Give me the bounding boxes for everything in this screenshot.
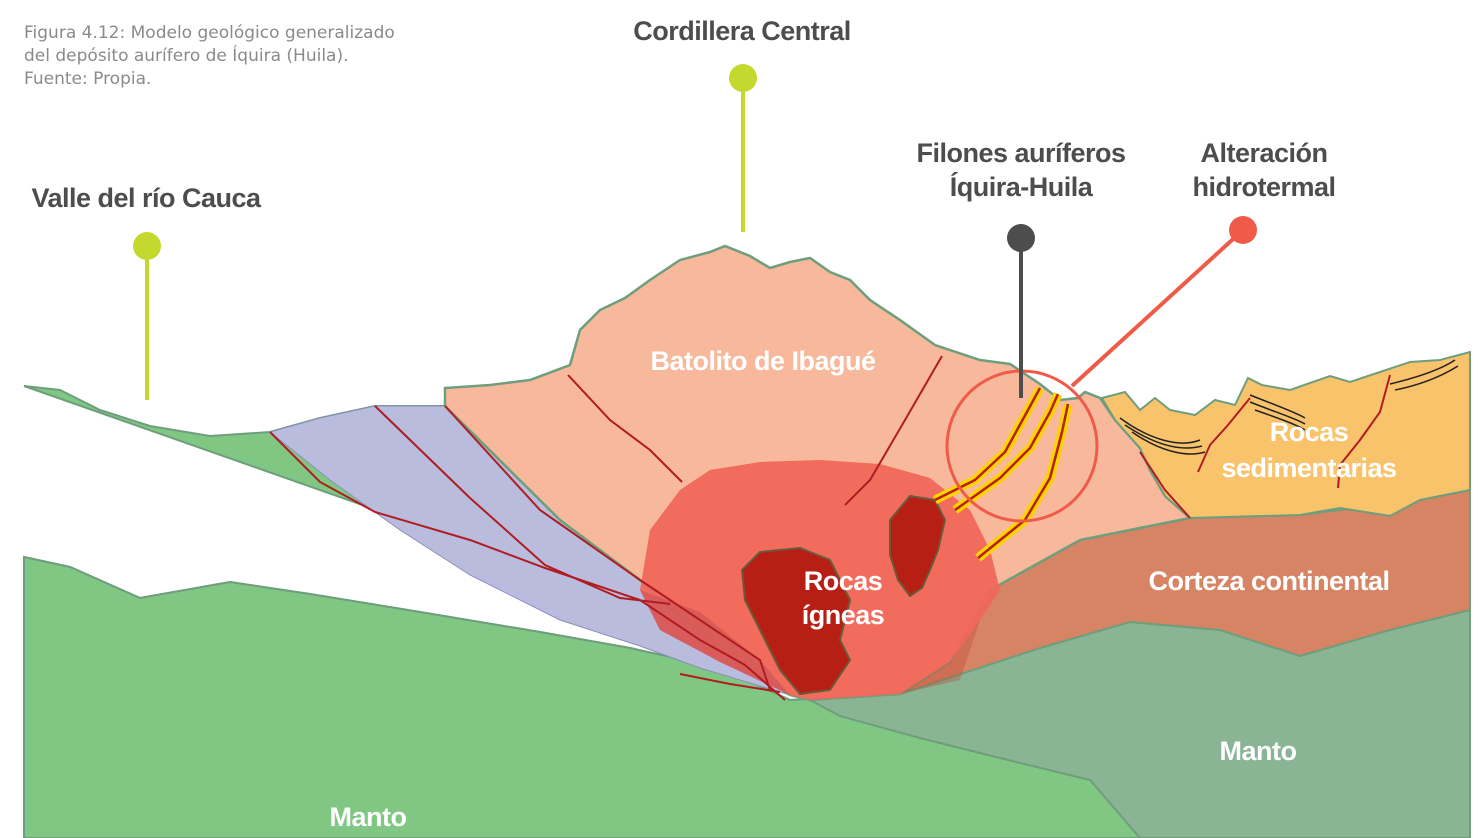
label-rocas-sed-2: sedimentarias <box>1221 453 1396 483</box>
label-alteracion-line1: Alteración <box>1200 138 1327 168</box>
label-filones-line2: Íquira-Huila <box>950 171 1094 202</box>
fault-line <box>679 673 781 693</box>
caption-line: Figura 4.12: Modelo geológico generaliza… <box>24 23 395 43</box>
caption-line: Fuente: Propia. <box>24 69 152 89</box>
bedding-line <box>1124 424 1203 449</box>
gold-veins <box>932 385 1073 562</box>
fault-line <box>1337 374 1391 489</box>
fault-line <box>374 405 671 605</box>
igneous-core <box>889 494 947 598</box>
label-manto-right: Manto <box>1220 736 1297 766</box>
bedding-line <box>1254 409 1306 431</box>
bedding-line <box>1119 417 1201 444</box>
pin-filones <box>1007 224 1035 398</box>
label-rocas-sed-1: Rocas <box>1270 417 1349 447</box>
label-filones-line1: Filones auríferos <box>916 138 1125 168</box>
sedimentary-rocks <box>1100 350 1471 520</box>
bedding-line <box>1394 365 1459 391</box>
label-alteracion-line2: hidrotermal <box>1192 172 1335 202</box>
label-manto-left: Manto <box>330 802 407 832</box>
label-valle-rio-cauca: Valle del río Cauca <box>31 183 262 213</box>
bedding-line <box>1389 359 1456 385</box>
igneous-core <box>740 546 852 696</box>
bedding-line <box>1249 394 1306 419</box>
fault-line <box>1139 451 1191 519</box>
label-rocas-igneas-1: Rocas <box>804 566 883 596</box>
fault-line <box>269 431 641 601</box>
bedding-line <box>1131 431 1206 455</box>
pin-cordillera <box>729 64 757 232</box>
bedding-line <box>1249 401 1306 425</box>
label-rocas-igneas-2: ígneas <box>802 600 885 630</box>
fault-line <box>1197 397 1251 473</box>
label-corteza-continental: Corteza continental <box>1148 566 1389 596</box>
fault-line <box>567 374 683 483</box>
overlap-shade <box>900 620 980 694</box>
pin-valle <box>133 232 161 400</box>
pin-alteracion <box>1070 216 1257 388</box>
label-corteza-oceanica: Corteza oceánica <box>63 500 279 530</box>
fault-line <box>639 599 786 701</box>
label-batolito: Batolito de Ibagué <box>650 346 875 376</box>
fault-line <box>844 355 943 506</box>
label-cordillera-central: Cordillera Central <box>633 16 851 46</box>
fault-line <box>444 405 771 691</box>
figure-caption: Figura 4.12: Modelo geológico generaliza… <box>24 22 524 91</box>
caption-line: del depósito aurífero de Íquira (Huila). <box>24 46 349 66</box>
overlap-shade <box>640 590 790 695</box>
